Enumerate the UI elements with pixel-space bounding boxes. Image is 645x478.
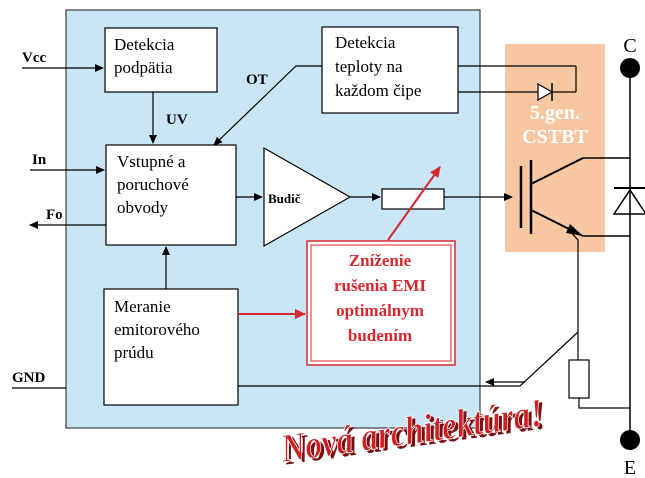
- undervoltage-block: [104, 27, 218, 93]
- igbt-transistor-icon: [519, 157, 630, 237]
- igbt-label-1: 5.gen.: [530, 102, 580, 124]
- vcc-pin-label: Vcc: [22, 50, 46, 66]
- temperature-label-1: Detekcia: [335, 33, 396, 52]
- input-fault-label-3: obvody: [117, 198, 169, 217]
- igbt-label-2: CSTBT: [522, 126, 588, 148]
- emitter-terminal: [620, 430, 640, 450]
- undervoltage-label-1: Detekcia: [114, 35, 175, 54]
- emitter-current-label-2: emitorového: [114, 320, 200, 339]
- input-fault-label-1: Vstupné a: [117, 152, 186, 171]
- fo-pin-label: Fo: [46, 207, 63, 223]
- uv-label: UV: [166, 112, 188, 128]
- undervoltage-label-2: podpätia: [114, 58, 173, 77]
- shunt-to-rail-line: [578, 398, 630, 409]
- collector-terminal: [620, 58, 640, 78]
- temp-diode-icon: [537, 82, 554, 102]
- emitter-label: E: [624, 457, 636, 478]
- driver-label: Budič: [268, 191, 301, 206]
- input-fault-label-2: poruchové: [117, 175, 189, 194]
- callout-line-3: optimálnym: [336, 301, 424, 320]
- driver-amplifier: [263, 146, 352, 248]
- gnd-pin-label: GND: [12, 370, 46, 386]
- callout-box-outer: [306, 240, 456, 366]
- emitter-current-label-3: prúdu: [114, 343, 154, 362]
- sense-line: [566, 227, 579, 360]
- temperature-block: [321, 26, 459, 114]
- callout-line-1: Zníženie: [349, 251, 412, 270]
- feedback-line: [238, 331, 579, 387]
- callout-line-2: rušenia EMI: [334, 276, 426, 295]
- emitter-current-label-1: Meranie: [114, 297, 171, 316]
- in-pin-label: In: [32, 152, 47, 168]
- shunt-resistor: [568, 359, 590, 399]
- ot-label: OT: [246, 72, 268, 88]
- ot-signal-line: [213, 65, 322, 146]
- temperature-label-2: teploty na: [335, 57, 403, 76]
- callout-box-inner: [310, 244, 452, 362]
- collector-label: C: [623, 35, 636, 57]
- input-fault-block: [105, 144, 237, 246]
- callout-line-4: budením: [348, 326, 412, 345]
- gate-resistor: [381, 188, 445, 210]
- temperature-label-3: každom čipe: [335, 81, 421, 100]
- emitter-current-block: [103, 288, 239, 406]
- red-arrow-to-resistor: [387, 166, 441, 241]
